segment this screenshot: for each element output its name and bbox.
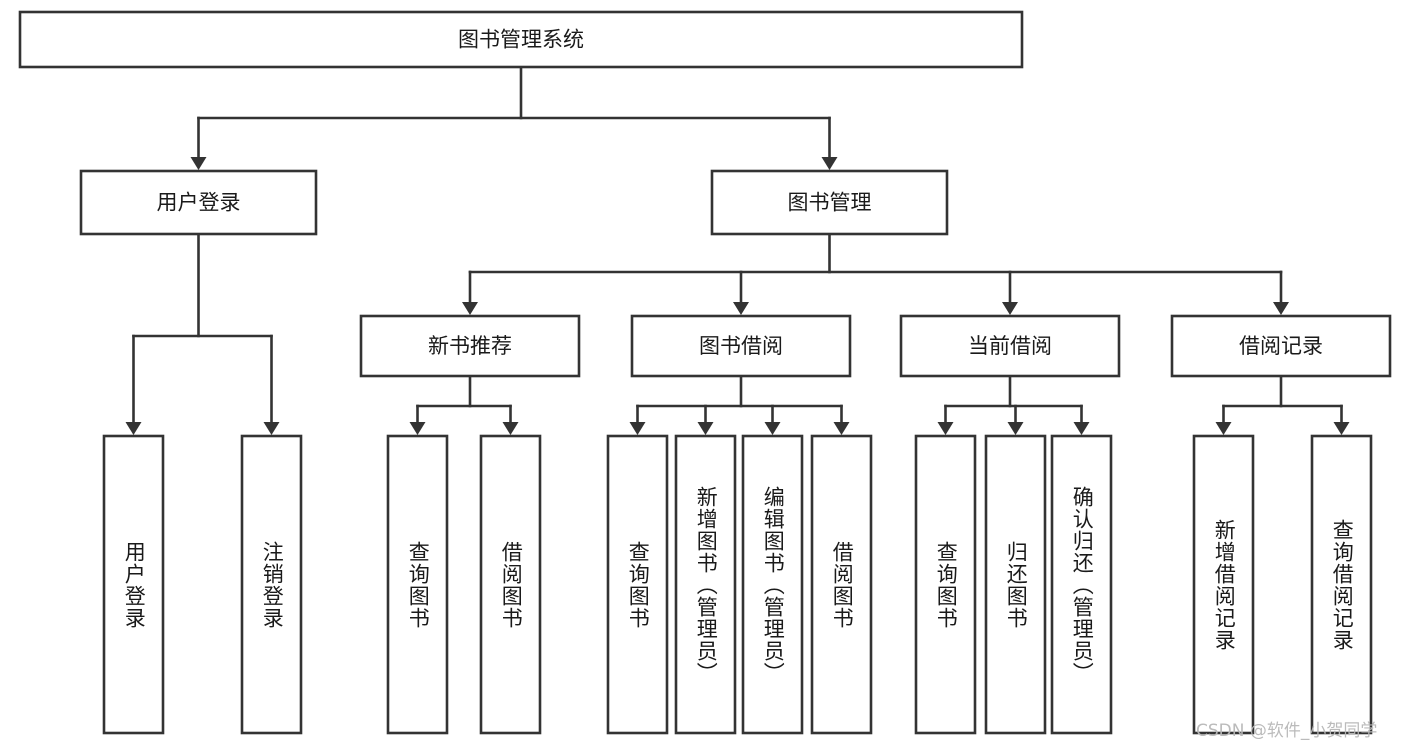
connector-edge-bookmanage-split [462,232,1289,315]
node-leaf-return-book[interactable] [984,434,1047,735]
node-leaf-user-logout[interactable] [240,434,303,735]
node-book-borrow[interactable]: 图书借阅 [630,314,852,378]
node-user-login[interactable]: 用户登录 [79,169,318,236]
node-leaf-query-book-current[interactable] [914,434,977,735]
node-leaf-edit-book[interactable] [741,434,804,735]
node-book-manage[interactable]: 图书管理 [710,169,949,236]
node-book-borrow-label: 图书借阅 [699,334,783,358]
node-leaf-confirm-return[interactable] [1050,434,1113,735]
node-leaf-query-book-borrow[interactable] [606,434,669,735]
connector-edge-currentborrow-split [937,374,1090,435]
connector-edge-userlogin-split [125,232,280,435]
connector-edge-borrowrecord-split [1215,374,1350,435]
csdn-watermark: CSDN @软件_小贺同学 [1196,721,1378,741]
node-new-book-recommend[interactable]: 新书推荐 [359,314,581,378]
node-leaf-add-record[interactable] [1192,434,1255,735]
node-leaf-query-record[interactable] [1310,434,1373,735]
node-leaf-query-book-rec[interactable] [386,434,449,735]
node-borrow-record[interactable]: 借阅记录 [1170,314,1392,378]
node-leaf-borrow-book-rec[interactable] [479,434,542,735]
node-root[interactable]: 图书管理系统 [18,10,1024,69]
node-current-borrow[interactable]: 当前借阅 [899,314,1121,378]
node-book-manage-label: 图书管理 [788,191,872,215]
node-root-label: 图书管理系统 [458,28,584,52]
connector-edge-root-split [190,65,838,170]
node-new-book-recommend-label: 新书推荐 [428,334,512,358]
node-leaf-add-book[interactable] [674,434,737,735]
node-user-login-label: 用户登录 [157,191,241,215]
node-leaf-borrow-book[interactable] [810,434,873,735]
node-leaf-user-login[interactable] [102,434,165,735]
node-current-borrow-label: 当前借阅 [968,334,1052,358]
connector-edge-newbook-split [409,374,519,435]
connector-layer [125,65,1350,435]
connector-edge-bookborrow-split [629,374,850,435]
node-borrow-record-label: 借阅记录 [1239,334,1323,358]
